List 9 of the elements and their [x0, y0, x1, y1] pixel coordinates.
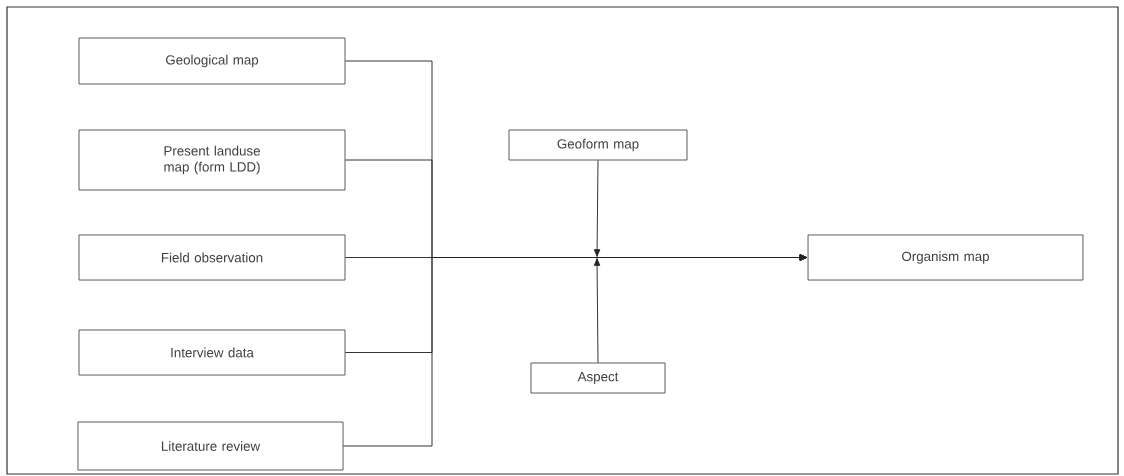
- process-box: Organism map: [807, 234, 1084, 281]
- process-box: Present landuse map (form LDD): [78, 129, 346, 191]
- arrow: [593, 254, 807, 364]
- process-box: Interview data: [78, 329, 346, 376]
- process-box: Literature review: [77, 421, 344, 471]
- process-box: Aspect: [530, 362, 666, 394]
- process-box: Geological map: [78, 37, 346, 85]
- process-box: Field observation: [78, 234, 346, 281]
- process-box: Geoform map: [508, 129, 688, 161]
